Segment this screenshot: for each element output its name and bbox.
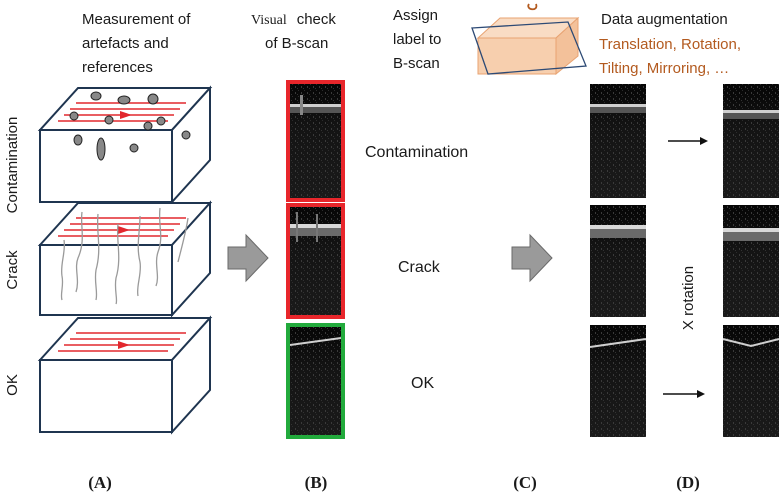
sample-box-ok bbox=[37, 315, 213, 435]
panel-b-heading-prefix: Visual bbox=[251, 13, 287, 28]
flow-arrow-b-to-d bbox=[511, 233, 553, 283]
class-label-crack: Crack bbox=[398, 259, 441, 276]
row-label-contamination: Contamination bbox=[4, 117, 21, 214]
bscan-augmented-3 bbox=[722, 325, 780, 437]
bscan-augmented-1 bbox=[723, 84, 779, 198]
panel-letter-b: (B) bbox=[305, 473, 328, 492]
panel-c: Assign label to B-scan bbox=[393, 3, 587, 76]
panel-c-heading-line2: label to bbox=[393, 31, 441, 48]
panel-a-heading-line3: references bbox=[82, 59, 153, 76]
frame-crack bbox=[286, 203, 345, 319]
row-label-ok: OK bbox=[4, 374, 21, 396]
panel-letter-d: (D) bbox=[676, 473, 700, 492]
panel-a-heading-line2: artefacts and bbox=[82, 35, 169, 52]
row-label-crack: Crack bbox=[4, 250, 21, 290]
sample-box-crack bbox=[37, 200, 213, 318]
bscan-contamination bbox=[286, 80, 345, 202]
class-label-ok: OK bbox=[411, 375, 434, 392]
bscan-original-3 bbox=[589, 325, 647, 437]
bscan-augmented-2 bbox=[723, 205, 779, 317]
panel-a: Measurement of artefacts and references bbox=[4, 11, 213, 435]
bscan-original-2 bbox=[590, 205, 646, 317]
panel-a-heading-line1: Measurement of bbox=[82, 11, 191, 28]
panel-b-heading-suffix: check bbox=[297, 11, 337, 28]
augmentation-list-line2: Tilting, Mirroring, … bbox=[599, 60, 729, 77]
augment-arrow-bottom bbox=[663, 390, 705, 398]
label-cube-icon bbox=[471, 3, 587, 76]
x-rotation-label: X rotation bbox=[680, 266, 697, 330]
panel-letter-a: (A) bbox=[88, 473, 112, 492]
augment-arrow-top bbox=[668, 137, 708, 145]
panel-b: Visual check of B-scan bbox=[251, 11, 468, 439]
panel-d-heading: Data augmentation bbox=[601, 11, 728, 28]
frame-ok bbox=[286, 323, 345, 439]
frame-contamination bbox=[286, 80, 345, 202]
panel-b-heading-line1: Visual check bbox=[251, 11, 336, 28]
bscan-ok bbox=[286, 323, 345, 439]
panel-b-heading-line2: of B-scan bbox=[265, 35, 328, 52]
augmentation-list-line1: Translation, Rotation, bbox=[599, 36, 741, 53]
panel-c-heading-line3: B-scan bbox=[393, 55, 440, 72]
bscan-crack bbox=[286, 203, 345, 319]
sample-box-contamination bbox=[37, 85, 213, 205]
bscan-original-1 bbox=[590, 84, 646, 198]
flow-arrow-a-to-b bbox=[227, 233, 269, 283]
panel-c-heading-line1: Assign bbox=[393, 7, 438, 24]
panel-d: Data augmentation Translation, Rotation,… bbox=[589, 11, 780, 437]
class-label-contamination: Contamination bbox=[365, 144, 468, 161]
panel-letter-c: (C) bbox=[513, 473, 537, 492]
